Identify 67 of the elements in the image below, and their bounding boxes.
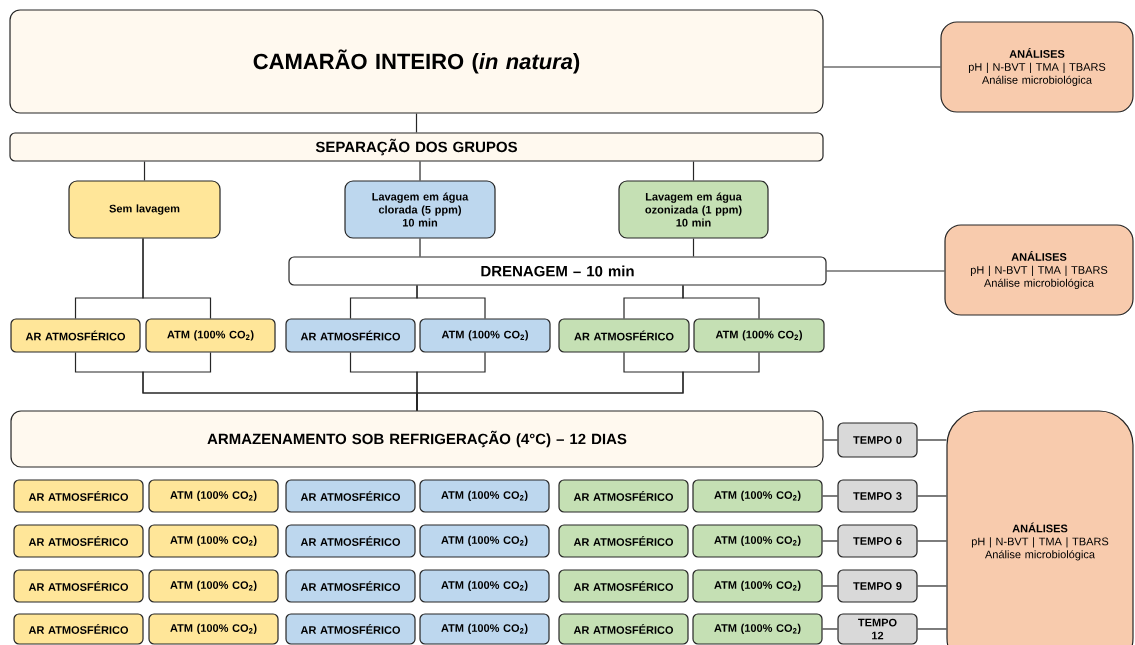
analysis-box: ANÁLISES pH | N-BVT | TMA | TBARS Análise microbiológica [946,410,1134,645]
connector-line [917,585,947,587]
atmosphere-box: ATM (100% CO$_{2}$) [693,318,825,353]
process-box: DRENAGEM – 10 min [288,256,827,286]
analysis-box: ANÁLISES pH | N-BVT | TMA | TBARS Análise microbiológica [940,21,1134,113]
connector-line [823,439,838,441]
connector-line [692,238,695,257]
process-box: SEPARAÇÃO DOS GRUPOS [9,132,824,162]
process-box: CAMARÃO INTEIRO (in natura) [9,9,824,114]
connector-line [822,540,838,542]
time-box: TEMPO 12 [837,613,918,645]
sample-box: ATM (100% CO$_{2}$) [419,524,550,558]
connector-line [415,113,418,133]
sample-box: AR ATMOSFÉRICO [13,613,144,645]
analysis-box: ANÁLISES pH | N-BVT | TMA | TBARS Análise microbiológica [944,224,1134,316]
sample-box: ATM (100% CO$_{2}$) [692,613,823,645]
sample-box: AR ATMOSFÉRICO [285,613,416,645]
sample-box: AR ATMOSFÉRICO [285,479,416,513]
sample-box: AR ATMOSFÉRICO [558,569,689,603]
connector-line [419,161,421,181]
sample-box: ATM (100% CO$_{2}$) [692,569,823,603]
connector-line [917,439,947,441]
atmosphere-box: AR ATMOSFÉRICO [558,318,690,353]
sample-box: ATM (100% CO$_{2}$) [692,524,823,558]
sample-box: ATM (100% CO$_{2}$) [419,613,550,645]
connector-line [416,352,760,411]
atmosphere-box: ATM (100% CO$_{2}$) [145,318,276,353]
connector-line [822,628,838,630]
time-box: TEMPO 0 [837,422,918,458]
time-box: TEMPO 6 [837,524,918,558]
connector-line [682,285,760,319]
sample-box: AR ATMOSFÉRICO [285,524,416,558]
treatment-box: Lavagem em água clorada (5 ppm) 10 min [344,180,496,239]
sample-box: ATM (100% CO$_{2}$) [148,524,279,558]
sample-box: ATM (100% CO$_{2}$) [148,479,279,513]
connector-line [822,495,838,497]
connector-line [416,285,486,319]
sample-box: AR ATMOSFÉRICO [558,613,689,645]
connector-line [917,495,947,497]
connector-line [917,628,947,630]
connector-line [692,161,695,181]
sample-box: AR ATMOSFÉRICO [13,524,144,558]
sample-box: AR ATMOSFÉRICO [558,524,689,558]
connector-line [143,161,146,181]
treatment-box: Sem lavagem [68,180,221,239]
sample-box: AR ATMOSFÉRICO [13,479,144,513]
sample-box: AR ATMOSFÉRICO [13,569,144,603]
connector-line [419,238,421,257]
atmosphere-box: ATM (100% CO$_{2}$) [419,318,551,353]
treatment-box: Lavagem em água ozonizada (1 ppm) 10 min [618,180,769,239]
sample-box: AR ATMOSFÉRICO [285,569,416,603]
connector-line [826,270,945,272]
sample-box: ATM (100% CO$_{2}$) [419,479,550,513]
connector-line [823,66,941,68]
sample-box: ATM (100% CO$_{2}$) [148,613,279,645]
connector-line [142,238,212,319]
sample-box: ATM (100% CO$_{2}$) [419,569,550,603]
atmosphere-box: AR ATMOSFÉRICO [285,318,416,353]
connector-line [822,585,838,587]
time-box: TEMPO 3 [837,479,918,513]
time-box: TEMPO 9 [837,569,918,603]
sample-box: AR ATMOSFÉRICO [558,479,689,513]
process-box: ARMAZENAMENTO SOB REFRIGERAÇÃO (4°C) – 12 DIAS [10,410,824,468]
sample-box: ATM (100% CO$_{2}$) [148,569,279,603]
connector-line [917,540,947,542]
sample-box: ATM (100% CO$_{2}$) [692,479,823,513]
atmosphere-box: AR ATMOSFÉRICO [10,318,141,353]
